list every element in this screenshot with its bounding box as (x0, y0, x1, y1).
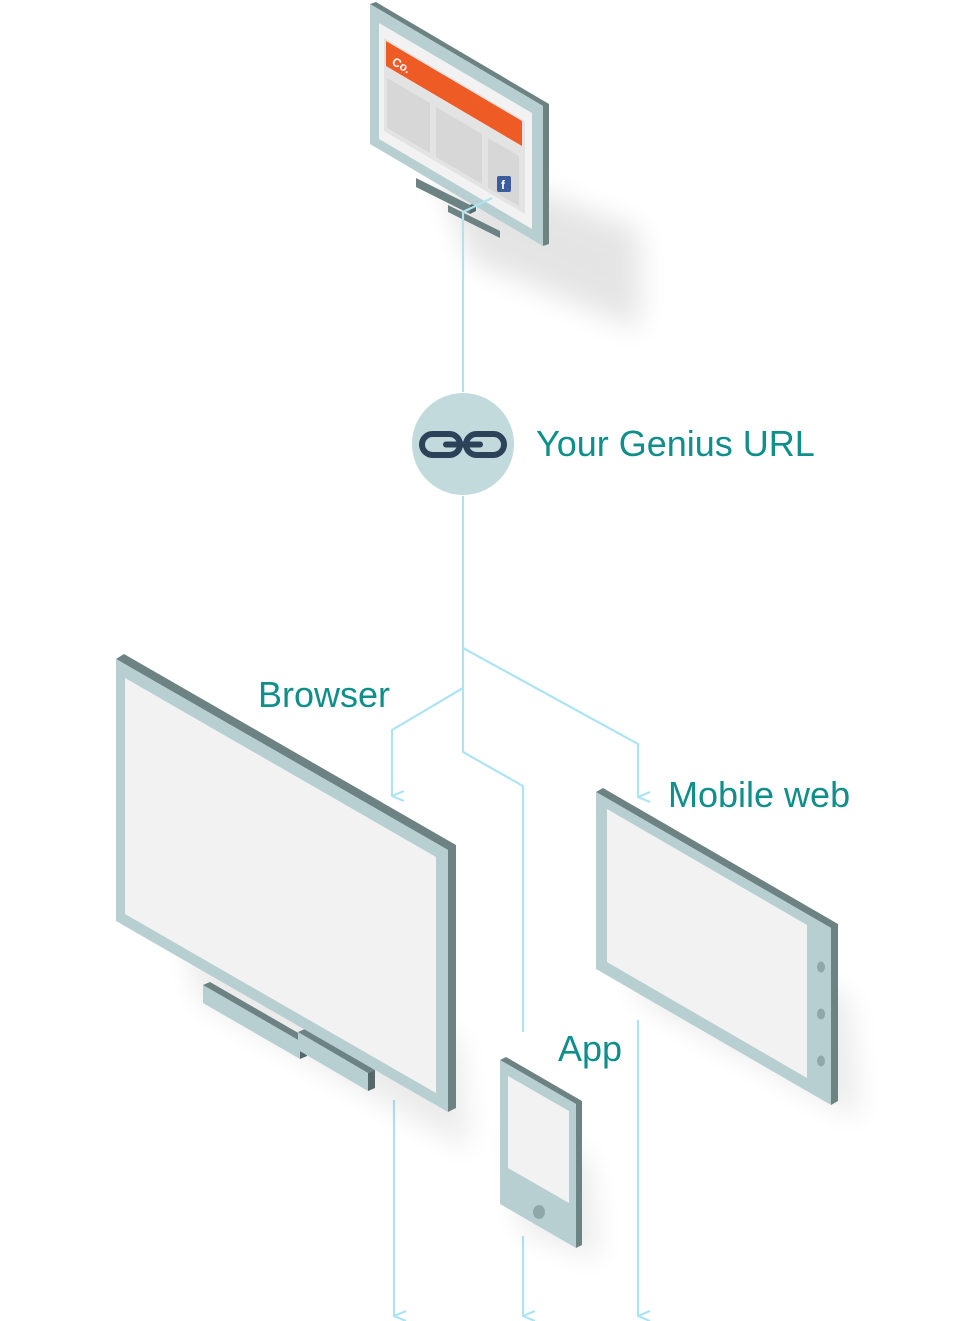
genius-url-label: Your Genius URL (536, 423, 815, 464)
connector-lines (390, 197, 638, 1316)
mobile-web-branch-line (462, 647, 638, 797)
ad-banner (386, 41, 522, 146)
browser-branch-line (390, 687, 464, 796)
svg-text:f: f (501, 178, 506, 192)
tablet-button (817, 1055, 825, 1067)
genius-url-hub (412, 393, 514, 495)
browser-device (116, 654, 470, 1150)
tablet-button (817, 961, 825, 973)
browser-stand (203, 985, 300, 1059)
link-icon (419, 431, 507, 458)
phone-home-button (533, 1205, 545, 1219)
mobile-web-label: Mobile web (668, 774, 850, 815)
browser-label: Browser (258, 674, 390, 715)
browser-screen (125, 678, 436, 1093)
phone-screen (508, 1076, 569, 1203)
facebook-icon: f (497, 176, 511, 192)
app-label: App (558, 1028, 622, 1069)
tablet-button (817, 1008, 825, 1020)
tablet-screen (607, 809, 807, 1078)
app-branch-line (461, 648, 525, 1032)
mobile-web-device (596, 788, 860, 1120)
app-device (500, 1057, 600, 1260)
source-connector (461, 197, 493, 392)
source-monitor: Co. f (370, 2, 640, 330)
